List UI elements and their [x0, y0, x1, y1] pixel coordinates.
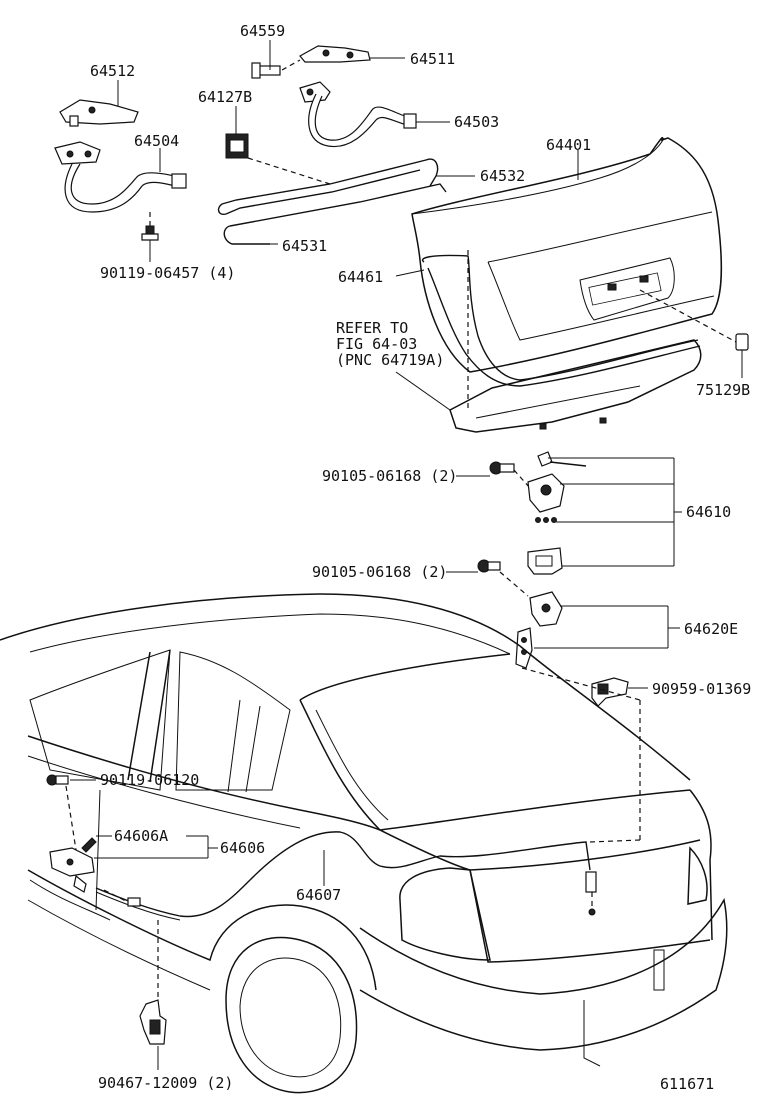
part-64127b-bumper [225, 106, 249, 159]
part-64401-luggage-compartment-door [411, 136, 723, 373]
part-64503-hinge [299, 81, 450, 148]
part-64532-torsion-rod [217, 157, 475, 216]
label-refer-line2: FIG 64-03 [336, 335, 417, 353]
part-64512-bracket [59, 80, 139, 127]
label-refer-line1: REFER TO [336, 319, 408, 337]
label-64511: 64511 [410, 50, 455, 68]
label-64620e: 64620E [684, 620, 738, 638]
label-64504: 64504 [134, 132, 179, 150]
label-64461: 64461 [338, 268, 383, 286]
part-90119-06120-bolt [46, 774, 96, 851]
label-64559: 64559 [240, 22, 285, 40]
label-90959-01369: 90959-01369 [652, 680, 751, 698]
part-64606-release-lever [49, 835, 218, 907]
part-64511-bracket [281, 45, 405, 71]
label-64532: 64532 [480, 167, 525, 185]
part-75129b-clip [639, 289, 749, 378]
label-64607: 64607 [296, 886, 341, 904]
label-90105-06168-b: 90105-06168 (2) [312, 563, 447, 581]
part-90119-06457-bolt [141, 212, 159, 262]
part-64620e-striker [446, 559, 680, 669]
label-64610: 64610 [686, 503, 731, 521]
label-90119-06120: 90119-06120 [100, 771, 199, 789]
label-64606: 64606 [220, 839, 265, 857]
part-64504-hinge [54, 141, 187, 213]
label-64606a: 64606A [114, 827, 168, 845]
label-90467-12009: 90467-12009 (2) [98, 1074, 233, 1092]
label-90119-06457: 90119-06457 (4) [100, 264, 235, 282]
label-75129b: 75129B [696, 381, 750, 399]
part-64531-torsion-rod [223, 183, 447, 245]
car-body-rear-view [0, 593, 728, 1094]
label-64127b: 64127B [198, 88, 252, 106]
part-64461-weatherstrip [395, 254, 701, 387]
part-64607-release-cable [95, 667, 641, 921]
diagram-id: 611671 [660, 1075, 714, 1093]
label-64503: 64503 [454, 113, 499, 131]
part-90467-12009-clip [139, 920, 167, 1070]
label-64512: 64512 [90, 62, 135, 80]
part-64559-bolt [251, 40, 281, 79]
label-90105-06168-a: 90105-06168 (2) [322, 467, 457, 485]
part-trunk-lid-trim-panel [395, 250, 702, 433]
label-refer-line3: (PNC 64719A) [336, 351, 444, 369]
part-64610-lock-assembly [456, 451, 682, 575]
label-64531: 64531 [282, 237, 327, 255]
label-64401: 64401 [546, 136, 591, 154]
